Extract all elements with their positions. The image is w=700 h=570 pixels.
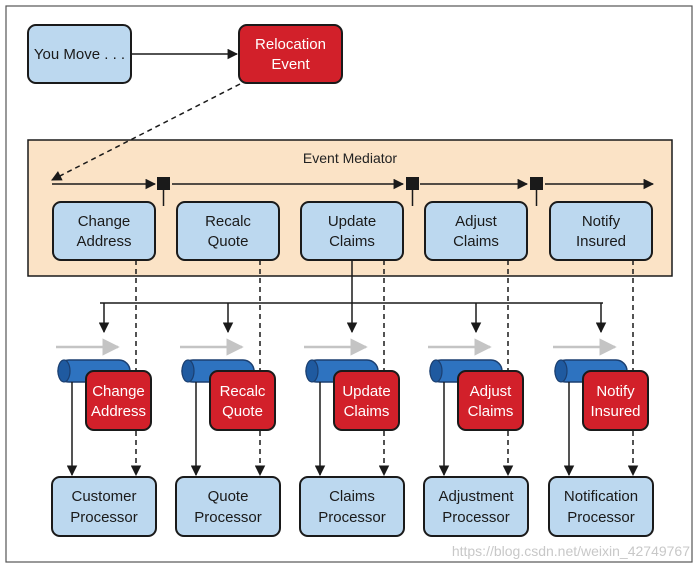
step-label-5-line1: Notify [582, 213, 621, 230]
you-move-label: You Move . . . [34, 46, 125, 63]
step-label-3-line1: Update [328, 213, 376, 230]
event-label-2-line2: Quote [222, 403, 263, 420]
event-label-4-line2: Claims [468, 403, 514, 420]
processor-label-1-line2: Processor [70, 509, 138, 526]
processor-label-3-line1: Claims [329, 488, 375, 505]
arrow-relocation-to-mediator [51, 83, 241, 181]
relocation-event-node: Relocation Event [238, 24, 343, 84]
event-label-1-line1: Change [92, 383, 145, 400]
processor-label-2-line1: Quote [208, 488, 249, 505]
relocation-label-line2: Event [271, 56, 310, 73]
watermark-text: https://blog.csdn.net/weixin_42749767 [452, 543, 690, 559]
processor-label-4-line1: Adjustment [438, 488, 514, 505]
step-label-1-line2: Address [76, 233, 131, 250]
processor-label-1-line1: Customer [71, 488, 136, 505]
step-label-4-line2: Claims [453, 233, 499, 250]
processor-label-5-line1: Notification [564, 488, 638, 505]
relocation-label-line1: Relocation [255, 36, 326, 53]
event-label-3-line1: Update [342, 383, 390, 400]
step-label-5-line2: Insured [576, 233, 626, 250]
column-5: NotifyInsuredNotifyInsuredNotificationPr… [548, 201, 654, 537]
event-mediator-title: Event Mediator [303, 150, 397, 166]
event-label-3-line2: Claims [344, 403, 390, 420]
gate-3 [530, 177, 543, 206]
event-label-5-line1: Notify [596, 383, 635, 400]
step-label-2-line1: Recalc [205, 213, 251, 230]
you-move-node: You Move . . . [27, 24, 132, 84]
event-label-4-line1: Adjust [470, 383, 513, 400]
step-label-3-line2: Claims [329, 233, 375, 250]
event-label-5-line2: Insured [590, 403, 640, 420]
event-label-2-line1: Recalc [220, 383, 266, 400]
step-label-1-line1: Change [78, 213, 131, 230]
column-4: AdjustClaimsAdjustClaimsAdjustmentProces… [423, 201, 529, 537]
processor-label-2-line2: Processor [194, 509, 262, 526]
processor-label-3-line2: Processor [318, 509, 386, 526]
gate-1 [157, 177, 170, 206]
event-label-1-line2: Address [91, 403, 146, 420]
gate-2 [406, 177, 419, 206]
step-label-4-line1: Adjust [455, 213, 498, 230]
processor-label-5-line2: Processor [567, 509, 635, 526]
processor-label-4-line2: Processor [442, 509, 510, 526]
step-label-2-line2: Quote [208, 233, 249, 250]
column-1: ChangeAddressChangeAddressCustomerProces… [51, 201, 157, 537]
outer-frame [5, 5, 693, 563]
